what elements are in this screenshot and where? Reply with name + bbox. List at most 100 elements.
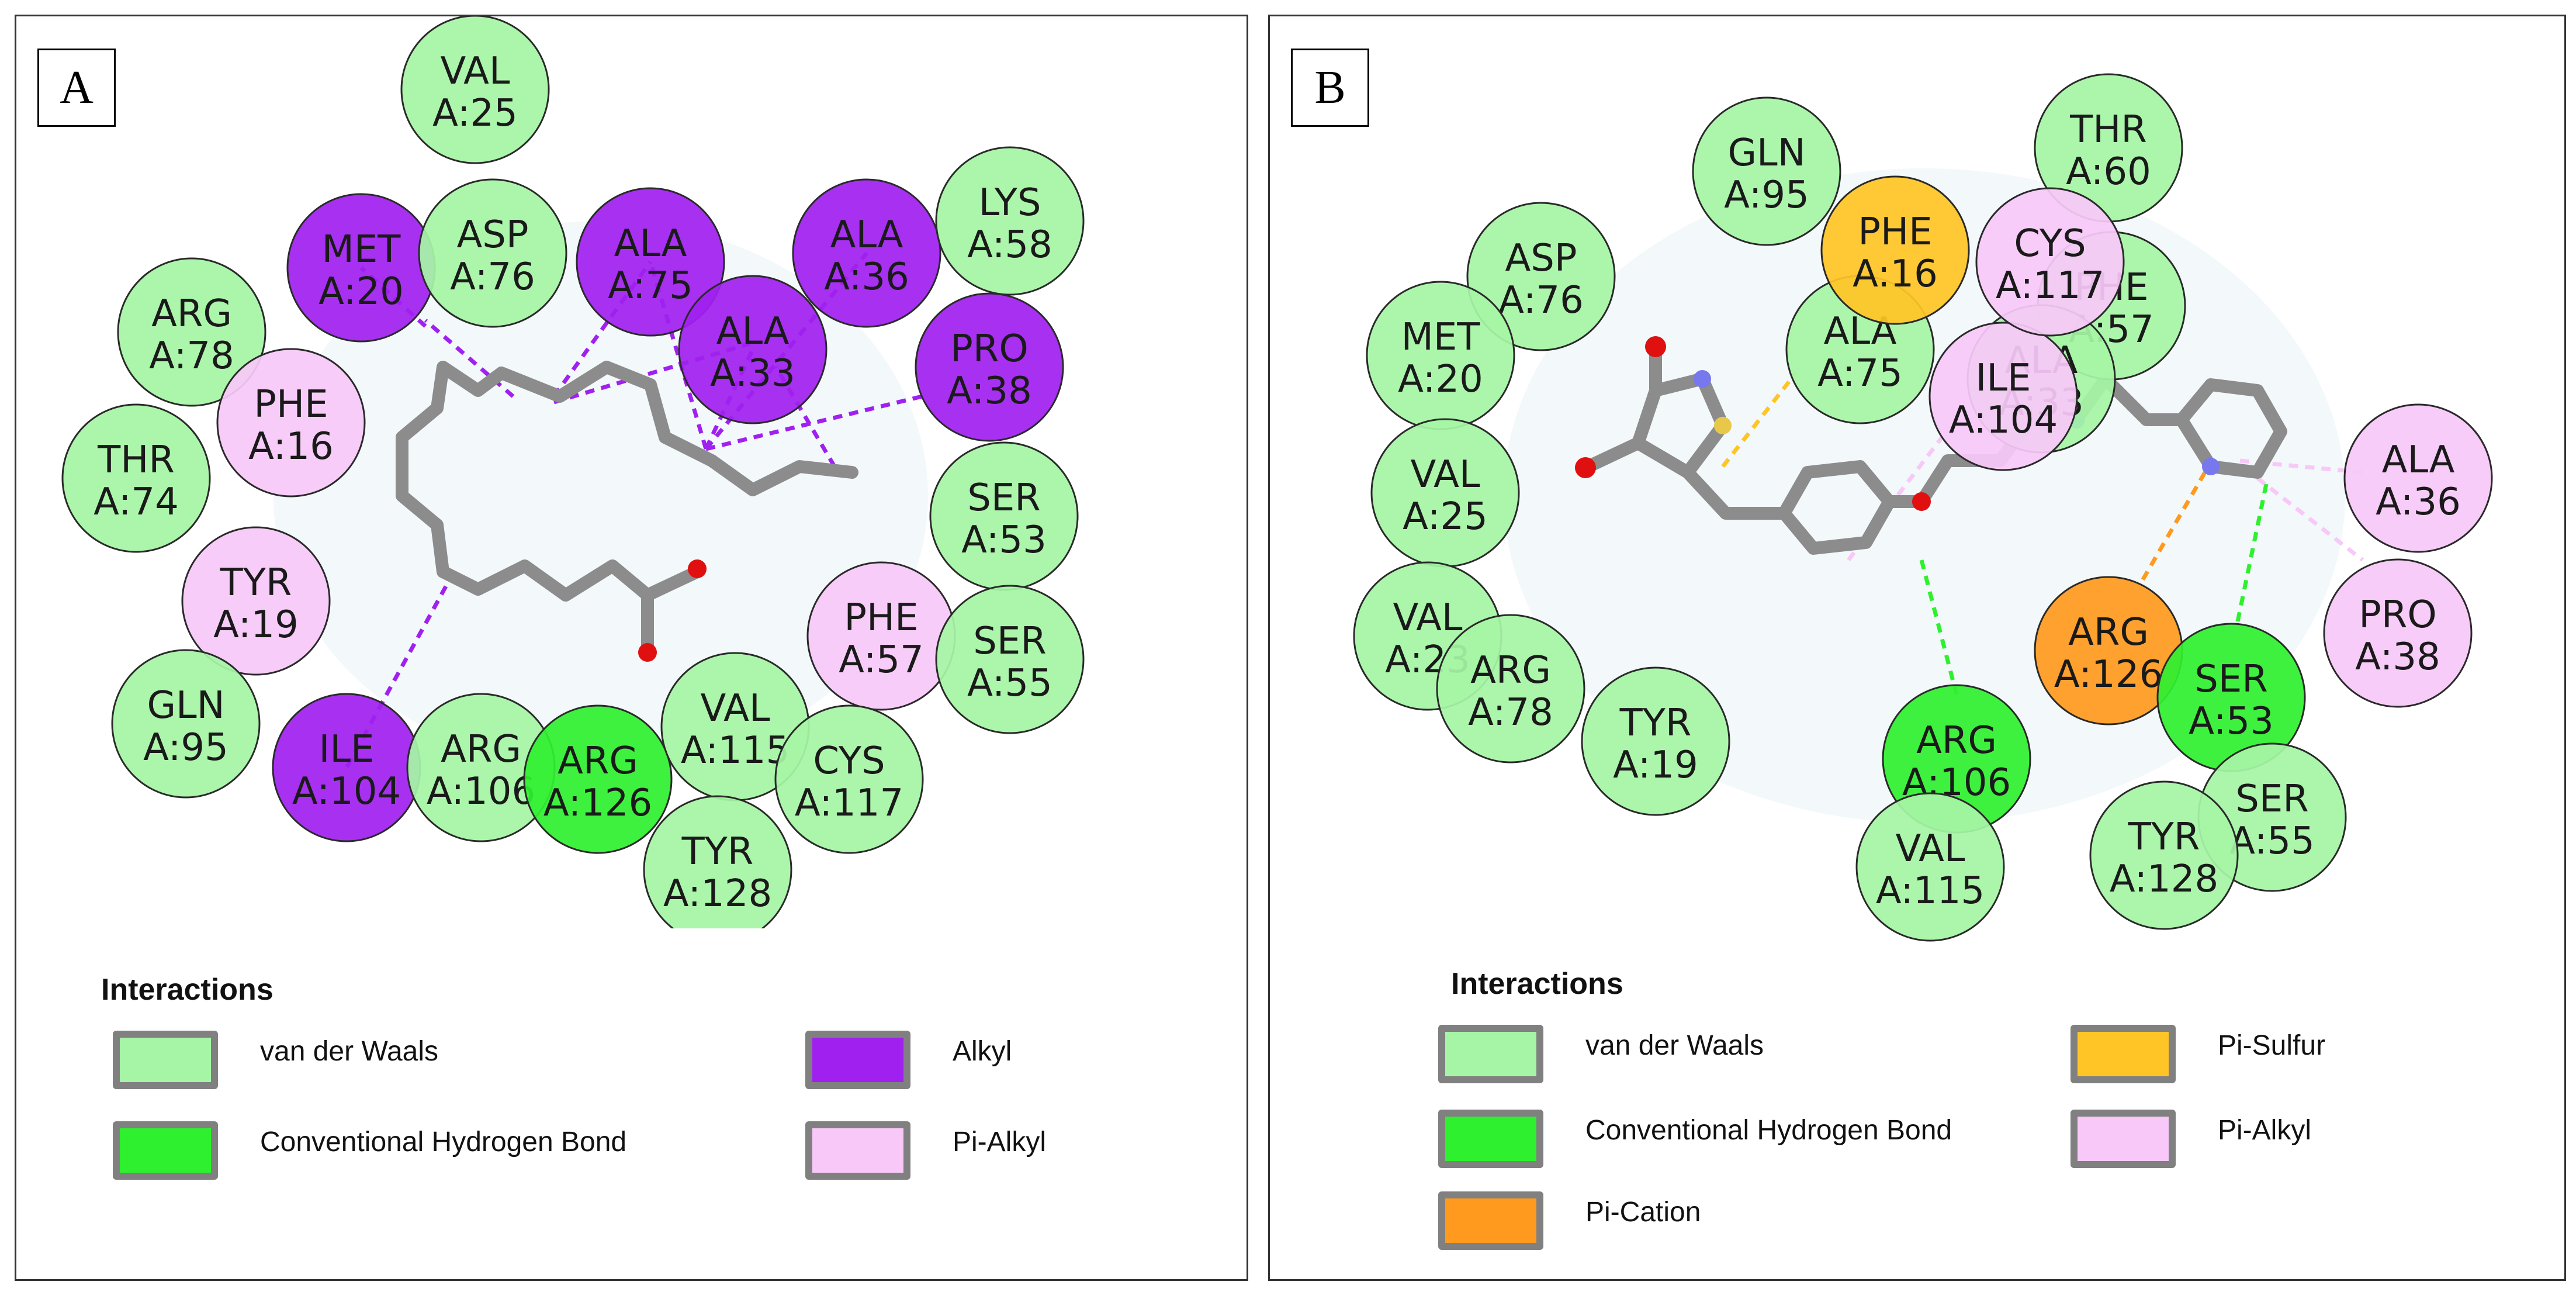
residue-circle	[117, 257, 266, 407]
residue-name: PHE	[254, 383, 328, 426]
residue-name: ALA	[716, 310, 790, 353]
residue-id: A:36	[824, 255, 909, 299]
legend-item-a-alkyl: Alkyl	[805, 1031, 1012, 1089]
residue-id: A:78	[1468, 691, 1553, 734]
residue-id: A:16	[1853, 253, 1938, 296]
residue-id: A:38	[2355, 635, 2440, 679]
residue-name: ARG	[2068, 611, 2149, 654]
legend-item-a-vdw: van der Waals	[113, 1031, 438, 1089]
legend-swatch	[1438, 1110, 1543, 1168]
residue-name: ALA	[830, 213, 903, 257]
residue-id: A:53	[961, 519, 1047, 562]
residue-name: ALA	[2382, 438, 2455, 482]
legend-label: van der Waals	[1585, 1029, 1764, 1061]
residue-id: A:95	[1724, 174, 1809, 217]
residue-name: CYS	[2014, 222, 2086, 265]
ligand-chain	[396, 361, 858, 602]
residue-name: THR	[97, 438, 175, 482]
residue-id: A:95	[143, 726, 228, 769]
residue-name: ILE	[1976, 357, 2031, 400]
residue-id: A:19	[213, 603, 299, 647]
residue-id: A:55	[967, 662, 1052, 705]
legend-item-b-pialkyl: Pi-Alkyl	[2071, 1110, 2311, 1168]
residue-circle	[523, 704, 673, 854]
residue-name: LYS	[979, 181, 1041, 224]
legend-swatch	[113, 1121, 218, 1180]
residue-circle	[774, 704, 924, 854]
residue-name: CYS	[813, 740, 885, 783]
alkyl-interaction-line	[774, 366, 837, 468]
residue-circle	[935, 585, 1085, 734]
legend-swatch	[113, 1031, 218, 1089]
residue-name: ARG	[1470, 649, 1551, 692]
ligand-bond	[1582, 437, 1644, 473]
legend-swatch	[805, 1121, 910, 1180]
interaction-diagram-b: GLNA:95THRA:60ASPA:76META:20ALAA:75PHEA:…	[1353, 73, 2493, 942]
legend-item-b-hbond: Conventional Hydrogen Bond	[1438, 1110, 1952, 1168]
legend-label: Alkyl	[953, 1035, 1012, 1067]
residue-id: A:55	[2229, 820, 2315, 863]
residue-id: A:126	[543, 782, 652, 825]
residue-name: MET	[322, 228, 401, 271]
residue-circle	[61, 403, 211, 553]
legend-swatch	[2071, 1110, 2176, 1168]
pi-sulfur-interaction-line	[1721, 371, 1798, 468]
pi-cation-interaction-line	[2138, 471, 2207, 585]
residue-circle	[2343, 403, 2493, 553]
residue-id: A:126	[2054, 653, 2163, 696]
residue-id: A:106	[427, 770, 535, 813]
residue-name: ASP	[1505, 237, 1577, 280]
residue-name: TYR	[1619, 702, 1692, 745]
residue-name: ILE	[319, 728, 375, 771]
residue-id: A:115	[681, 729, 790, 772]
residue-id: A:60	[2066, 150, 2151, 194]
residue-name: ARG	[151, 292, 232, 336]
residue-circle	[915, 292, 1064, 442]
residue-id: A:76	[1498, 279, 1584, 322]
ligand-bond	[1681, 466, 1791, 520]
pi-alkyl-interaction-line	[2256, 476, 2364, 562]
alkyl-interaction-line	[705, 394, 923, 451]
residue-id: A:128	[2110, 858, 2218, 901]
residue-id: A:20	[1398, 358, 1483, 401]
residue-name: VAL	[1895, 827, 1965, 870]
legend-label: Pi-Cation	[1585, 1196, 1701, 1228]
nitrogen-atom	[2202, 458, 2220, 475]
residue-circle	[1928, 322, 2078, 471]
residue-name: THR	[2069, 108, 2147, 151]
residue-name: PRO	[2359, 593, 2436, 637]
residue-name: SER	[967, 476, 1041, 520]
residue-name: PHE	[1858, 210, 1932, 254]
residue-name: VAL	[1393, 596, 1462, 640]
residue-id: A:104	[292, 770, 401, 813]
residue-id: A:74	[94, 481, 179, 524]
residue-name: TYR	[220, 561, 292, 604]
interaction-diagram-a: VALA:25META:20ASPA:76ALAA:75ALAA:36LYSA:…	[61, 16, 1085, 928]
residue-circle	[418, 178, 567, 328]
residue-id: A:19	[1613, 744, 1698, 787]
legend-item-a-hbond: Conventional Hydrogen Bond	[113, 1121, 626, 1180]
residue-id: A:76	[450, 255, 535, 299]
residue-circle	[2323, 558, 2473, 708]
